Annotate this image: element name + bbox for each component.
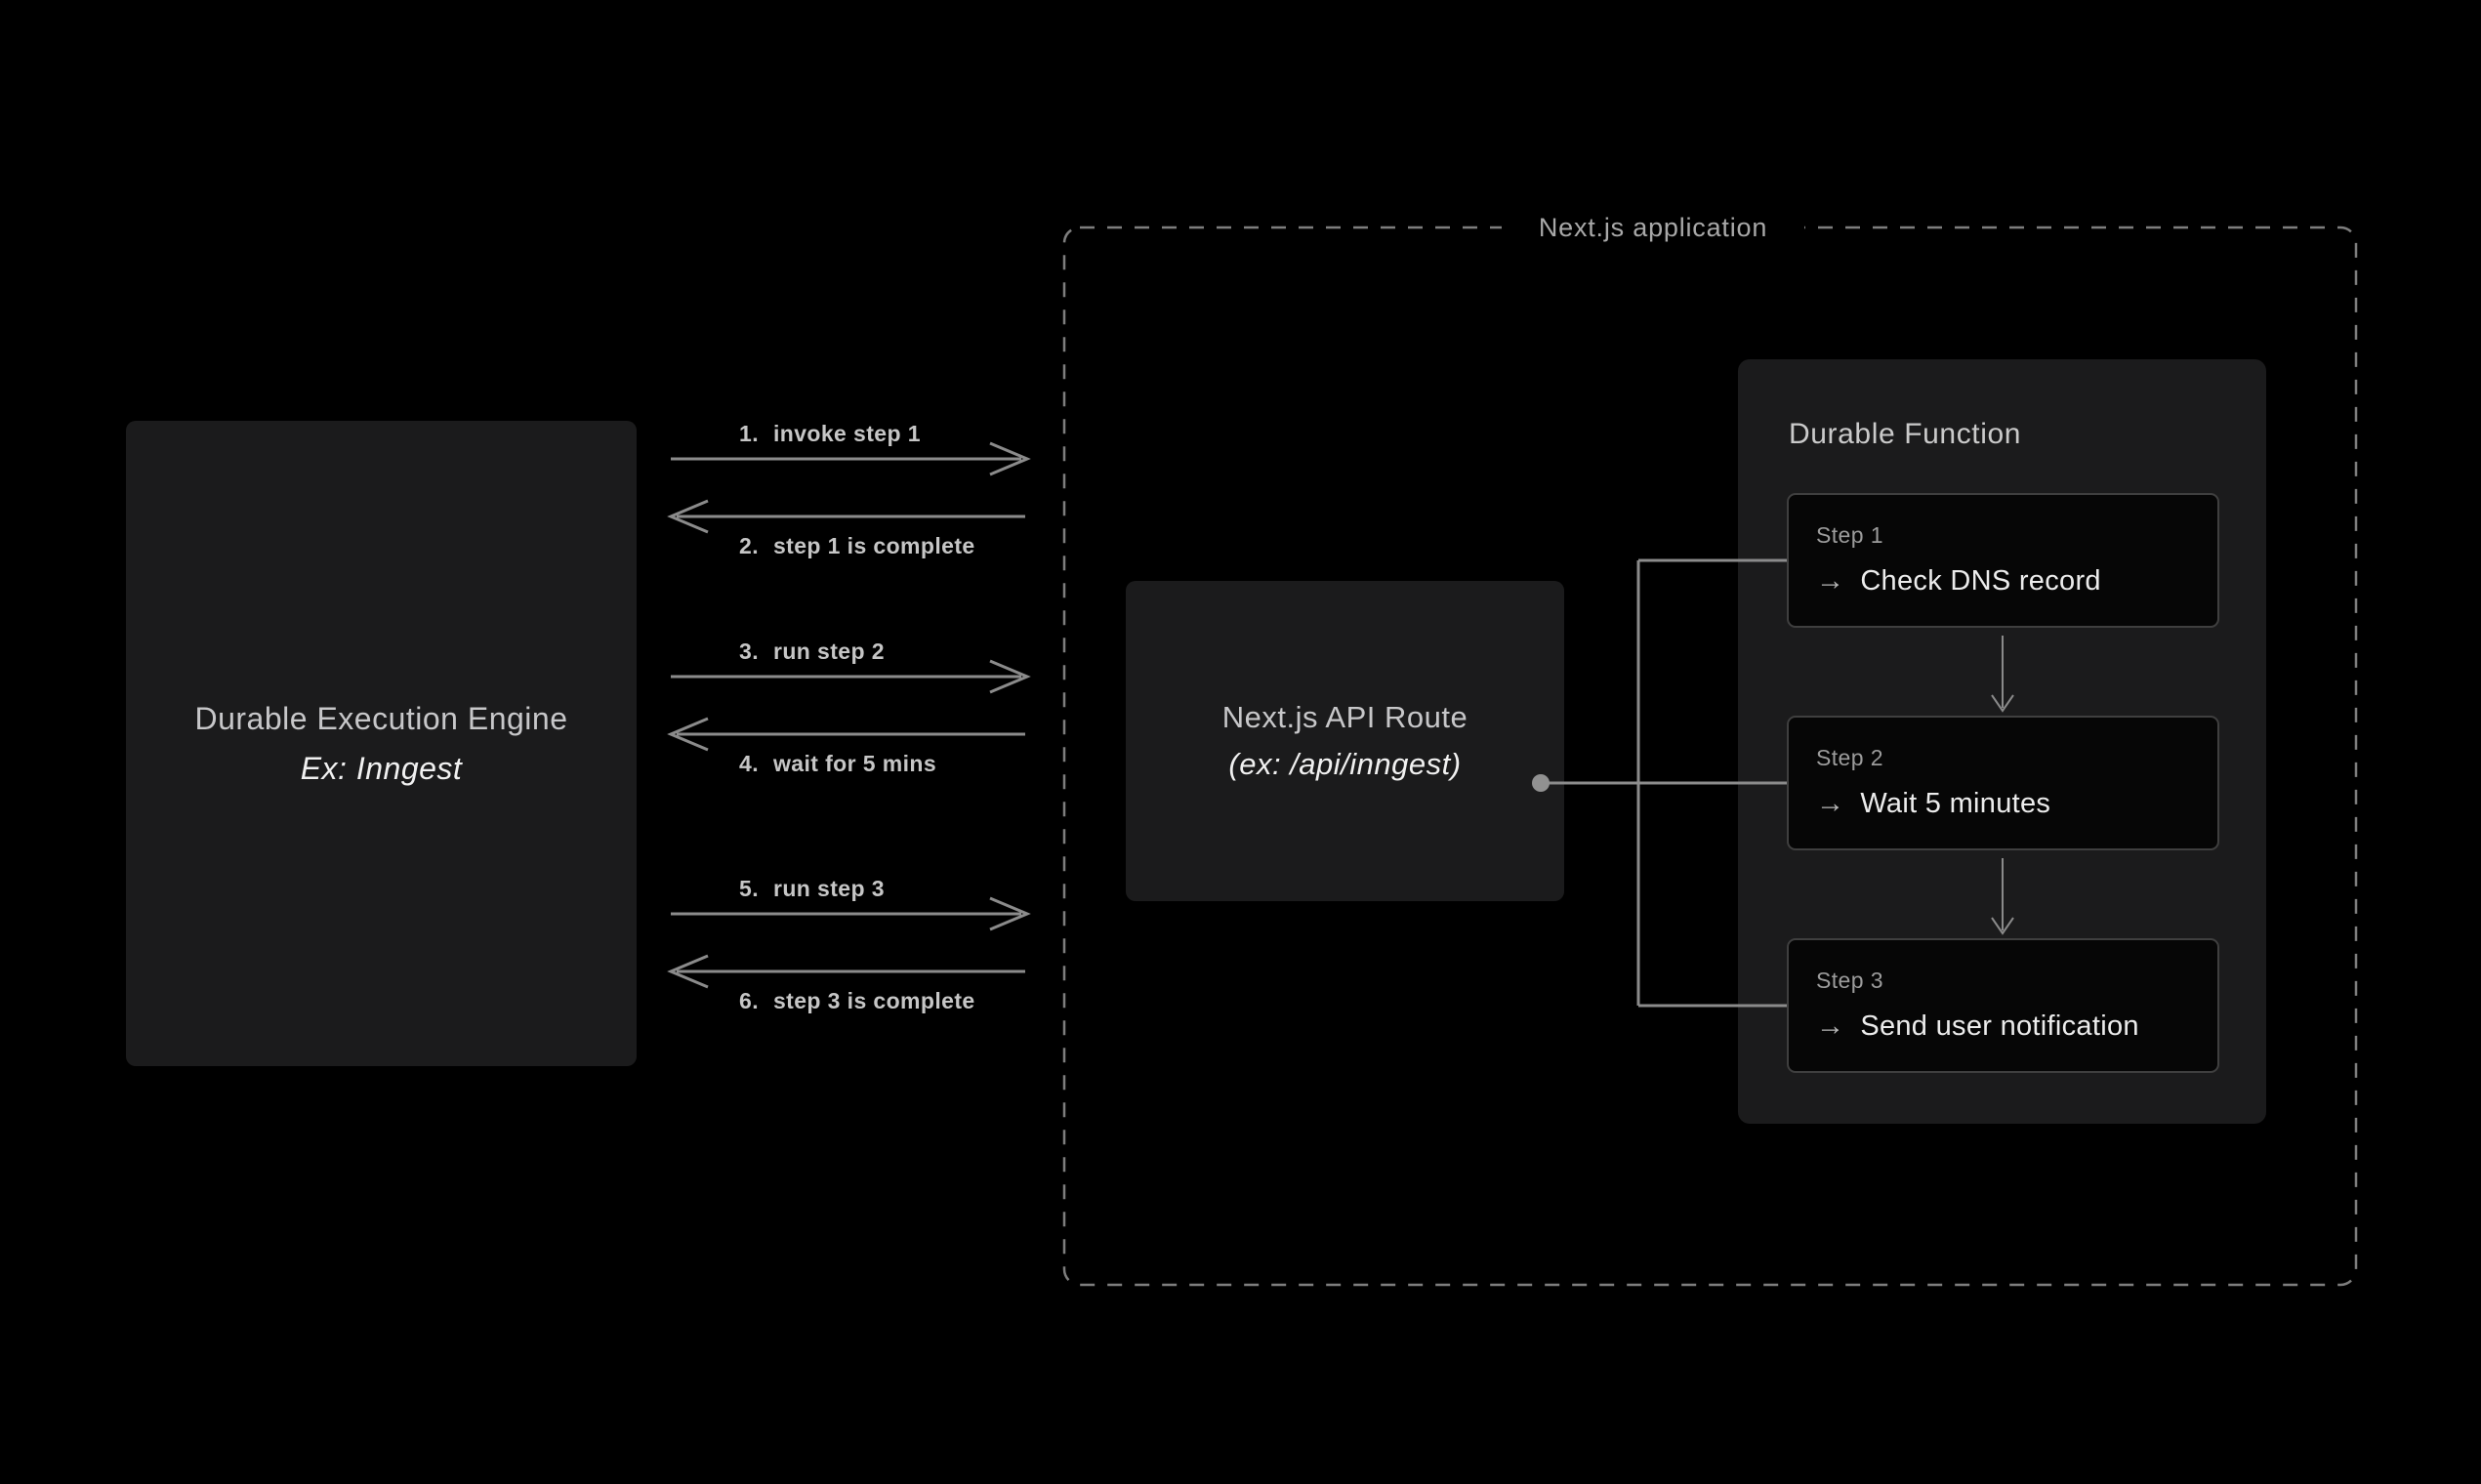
engine-box-title: Durable Execution Engine <box>194 700 568 736</box>
step-card-2: Step 2 → Wait 5 minutes <box>1787 716 2219 850</box>
message-label-1: 1. invoke step 1 <box>739 418 921 449</box>
message-arrow-3-right <box>671 659 1031 694</box>
message-text: run step 3 <box>772 876 885 901</box>
step-2-label: Step 2 <box>1816 745 1883 770</box>
step2-to-step3-arrow <box>1991 858 2014 935</box>
step-card-3: Step 3 → Send user notification <box>1787 938 2219 1073</box>
message-text: invoke step 1 <box>772 421 921 446</box>
message-text: wait for 5 mins <box>772 751 937 776</box>
nextjs-api-route-box: Next.js API Route (ex: /api/inngest) <box>1126 581 1564 901</box>
message-number: 5. <box>739 876 759 901</box>
message-arrow-5-right <box>671 896 1031 931</box>
message-arrow-1-right <box>671 441 1031 476</box>
step-1-label: Step 1 <box>1816 522 1883 548</box>
step-card-1: Step 1 → Check DNS record <box>1787 493 2219 628</box>
durable-function-panel: Durable Function Step 1 → Check DNS recor… <box>1738 359 2266 1124</box>
step-3-action: → Send user notification <box>1816 1010 2139 1043</box>
step-3-label: Step 3 <box>1816 968 1883 993</box>
message-number: 6. <box>739 988 759 1013</box>
api-box-subtitle: (ex: /api/inngest) <box>1228 747 1462 781</box>
message-arrow-4-left <box>667 717 1025 752</box>
step-2-action: → Wait 5 minutes <box>1816 788 2050 820</box>
step-1-action: → Check DNS record <box>1816 565 2101 598</box>
message-number: 3. <box>739 639 759 664</box>
message-arrow-2-left <box>667 499 1025 534</box>
message-label-4: 4. wait for 5 mins <box>739 748 936 779</box>
right-arrow-icon: → <box>1816 788 1845 819</box>
durable-function-title: Durable Function <box>1789 418 2022 450</box>
message-number: 4. <box>739 751 759 776</box>
message-label-3: 3. run step 2 <box>739 636 885 667</box>
message-number: 2. <box>739 533 759 558</box>
step-2-action-text: Wait 5 minutes <box>1860 788 2051 819</box>
message-label-6: 6. step 3 is complete <box>739 985 975 1016</box>
message-text: run step 2 <box>772 639 885 664</box>
step1-to-step2-arrow <box>1991 636 2014 713</box>
api-box-title: Next.js API Route <box>1221 700 1468 734</box>
nextjs-application-label: Next.js application <box>1502 200 1804 255</box>
durable-execution-engine-box: Durable Execution Engine Ex: Inngest <box>126 421 637 1066</box>
connector-dot <box>1532 774 1550 792</box>
message-label-5: 5. run step 3 <box>739 873 885 904</box>
right-arrow-icon: → <box>1816 565 1845 597</box>
engine-box-subtitle: Ex: Inngest <box>300 750 463 786</box>
right-arrow-icon: → <box>1816 1010 1845 1042</box>
api-to-steps-connector <box>1541 558 1787 1008</box>
step-3-action-text: Send user notification <box>1860 1010 2139 1042</box>
message-number: 1. <box>739 421 759 446</box>
step-1-action-text: Check DNS record <box>1860 565 2101 597</box>
message-text: step 1 is complete <box>772 533 975 558</box>
message-label-2: 2. step 1 is complete <box>739 530 975 561</box>
message-arrow-6-left <box>667 954 1025 989</box>
message-text: step 3 is complete <box>772 988 975 1013</box>
nextjs-application-dashed-border <box>1062 226 2358 1287</box>
